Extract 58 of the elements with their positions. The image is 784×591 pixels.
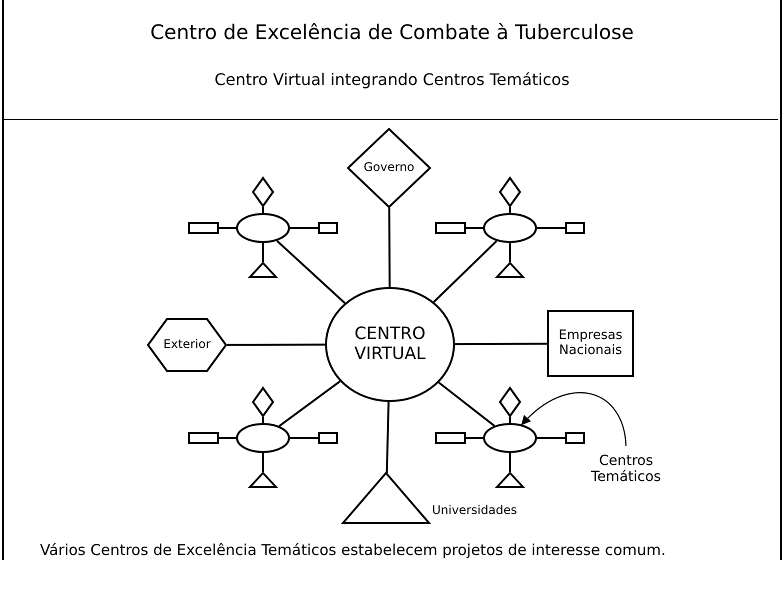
connector-line	[537, 227, 565, 229]
connector-line	[438, 382, 495, 427]
caption: Vários Centros de Excelência Temáticos estabelecem projetos de interesse comum.	[39, 540, 667, 560]
triangle-shape	[249, 472, 277, 488]
connector-line	[276, 240, 346, 304]
diamond-shape	[252, 387, 274, 417]
diamond-shape	[499, 387, 521, 417]
rectangle-box	[188, 222, 219, 234]
connector-line	[262, 207, 264, 213]
hexagon-shape	[147, 318, 227, 372]
annotation-text: Centros Temáticos	[578, 446, 674, 492]
connector-line	[219, 227, 236, 229]
circle-shape	[325, 287, 455, 402]
diamond-shape	[252, 177, 274, 207]
node-label: Universidades	[432, 504, 517, 518]
curved-arrow	[521, 392, 627, 446]
connector-line	[466, 437, 483, 439]
rectangle-box	[435, 222, 466, 234]
connector-line	[455, 342, 547, 346]
subtitle: Centro Virtual integrando Centros Temáticos	[213, 70, 571, 89]
connector-line	[386, 402, 390, 473]
connector-line	[466, 227, 483, 229]
connector-line	[509, 243, 511, 262]
connector-line	[509, 207, 511, 213]
diamond-shape	[499, 177, 521, 207]
rectangle-box	[318, 432, 338, 444]
connector-line	[226, 344, 325, 346]
connector-line	[388, 208, 391, 287]
title: Centro de Excelência de Combate à Tuberculose	[149, 20, 635, 44]
rectangle-box	[435, 432, 466, 444]
diamond-shape	[347, 128, 431, 208]
triangle-shape	[496, 472, 524, 488]
rectangle-box	[565, 222, 585, 234]
rectangle-box	[188, 432, 219, 444]
ellipse-shape	[483, 423, 537, 453]
triangle-shape	[249, 262, 277, 278]
node-label: Exterior	[163, 338, 211, 352]
node-label: Empresas Nacionais	[558, 328, 624, 358]
connector-line	[537, 437, 565, 439]
node-label: CENTRO VIRTUAL	[353, 324, 427, 364]
connector-line	[278, 380, 341, 427]
connector-line	[262, 243, 264, 262]
node-label: Governo	[364, 161, 414, 175]
rectangle-box	[547, 310, 634, 377]
connector-line	[509, 417, 511, 423]
ellipse-shape	[236, 423, 290, 453]
connector-line	[433, 240, 498, 303]
connector-line	[262, 417, 264, 423]
rectangle-box	[318, 222, 338, 234]
ellipse-shape	[236, 213, 290, 243]
connector-line	[509, 453, 511, 472]
connector-line	[290, 437, 318, 439]
triangle-shape	[496, 262, 524, 278]
connector-line	[290, 227, 318, 229]
connector-line	[219, 437, 236, 439]
ellipse-shape	[483, 213, 537, 243]
connector-line	[262, 453, 264, 472]
rectangle-box	[565, 432, 585, 444]
